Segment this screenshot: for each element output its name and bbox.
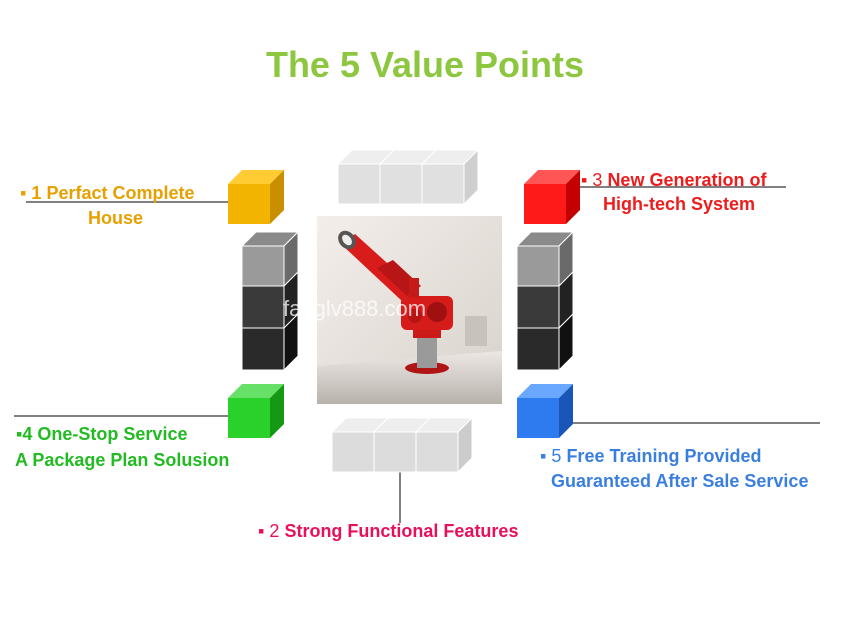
bottom-cube-row: [330, 416, 474, 474]
point-1-label: ▪ 1 Perfact Complete: [20, 183, 195, 203]
right-cube-column: [515, 230, 575, 372]
top-cube-row: [336, 148, 480, 206]
page-title: The 5 Value Points: [265, 44, 585, 85]
point-1-label-line2: House: [88, 208, 144, 228]
point-4-label-line2: A Package Plan Solusion: [15, 450, 230, 470]
yellow-cube: [228, 170, 284, 224]
point-2-label: ▪ 2 Strong Functional Features: [258, 521, 519, 541]
bullet-icon: ▪: [16, 424, 23, 444]
green-cube: [228, 384, 284, 438]
point-3-label-line2: High-tech System: [603, 194, 756, 214]
point-3-label: ▪ 3 New Generation of: [581, 170, 767, 190]
point-4-label: ▪4 One-Stop Service: [16, 424, 188, 444]
left-cube-column: [240, 230, 300, 372]
point-5-label: ▪ 5 Free Training Provided: [540, 446, 762, 466]
bullet-icon: ▪: [20, 183, 27, 203]
red-cube: [524, 170, 580, 224]
blue-cube: [517, 384, 573, 438]
bullet-icon: ▪: [581, 170, 588, 190]
bullet-icon: ▪: [258, 521, 265, 541]
point-5-label-line2: Guaranteed After Sale Service: [551, 471, 809, 491]
bullet-icon: ▪: [540, 446, 547, 466]
fire-monitor-photo: [317, 216, 502, 404]
watermark: fanglv888.com: [283, 296, 427, 321]
